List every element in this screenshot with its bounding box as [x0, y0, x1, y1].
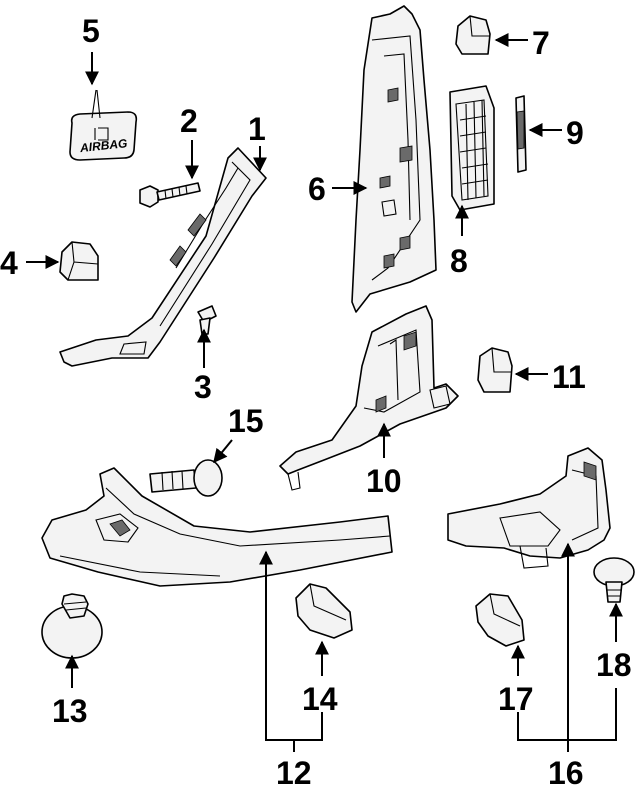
- callout-18: 18: [596, 647, 632, 683]
- callout-15: 15: [228, 403, 264, 439]
- b-pillar-lower-trim-part: [279, 305, 459, 491]
- airbag-tag-part: AIRBAG: [69, 89, 138, 161]
- callout-labels: 1 2 3 4 5 6 7 8 9 10 11 12 13 14 15 16 1…: [0, 13, 632, 789]
- clip-part-14: [295, 583, 353, 639]
- bolt-part: [139, 182, 201, 208]
- airbag-tag-text: AIRBAG: [78, 136, 128, 155]
- callout-14: 14: [302, 681, 338, 717]
- callout-10: 10: [366, 463, 402, 499]
- callout-2: 2: [180, 103, 198, 139]
- callout-9: 9: [566, 115, 584, 151]
- b-pillar-upper-trim-part: [351, 5, 437, 313]
- callout-7: 7: [532, 25, 550, 61]
- adjuster-cover-part: [449, 85, 495, 211]
- callout-1: 1: [248, 111, 266, 147]
- strip-part-9: [515, 95, 527, 173]
- callout-12: 12: [276, 755, 312, 789]
- callout-13: 13: [52, 693, 88, 729]
- clip-part-17: [475, 593, 525, 647]
- scuff-plate-rear-part: [447, 447, 611, 569]
- callout-8: 8: [450, 243, 468, 279]
- leader-lines: [26, 33, 623, 752]
- retainer-part-18: [593, 557, 635, 603]
- callout-4: 4: [0, 245, 18, 281]
- push-fastener-part-15: [149, 459, 223, 497]
- clip-part-4: [59, 241, 99, 281]
- callout-11: 11: [552, 359, 586, 395]
- callout-16: 16: [548, 755, 584, 789]
- callout-5: 5: [82, 13, 100, 49]
- scuff-plate-front-part: [41, 467, 393, 587]
- clip-part-11: [477, 347, 513, 393]
- callout-3: 3: [194, 369, 212, 405]
- a-pillar-trim-part: [59, 147, 267, 367]
- clip-part-3: [197, 305, 217, 335]
- callout-6: 6: [308, 171, 326, 207]
- clip-part-7: [455, 15, 491, 55]
- retainer-part-13: [41, 593, 103, 659]
- callout-17: 17: [498, 681, 534, 717]
